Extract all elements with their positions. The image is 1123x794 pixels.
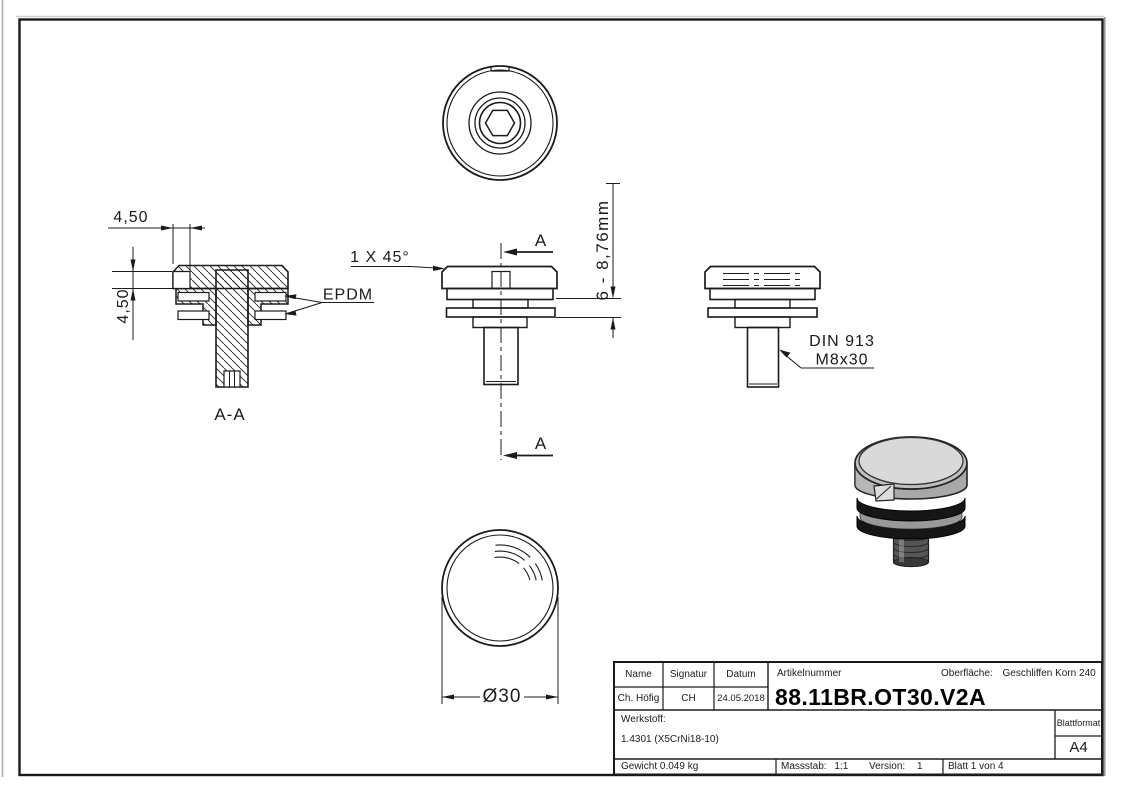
version-label: Version: — [869, 761, 906, 772]
screw-size-label: M8x30 — [815, 352, 868, 369]
din-standard-label: DIN 913 — [809, 333, 875, 350]
gasket-band-upper — [856, 497, 966, 522]
cap-notch-3d — [873, 483, 895, 502]
cap-top-face-3d — [858, 436, 964, 486]
epdm-gasket-left-lower — [177, 310, 210, 321]
epdm-gasket-right-upper — [254, 291, 287, 302]
epdm-label: EPDM — [323, 287, 373, 304]
clamp-range-dim — [556, 183, 621, 338]
section-view: 4,50 4,50 EPDM A-A — [108, 209, 374, 424]
side-view: DIN 913 M8x30 — [704, 265, 875, 388]
diameter-label: Ø30 — [483, 686, 522, 707]
section-letter-bottom: A — [535, 434, 547, 453]
titleblock-date-value: 24.05.2018 — [717, 693, 765, 704]
thread-arcs — [494, 544, 543, 581]
chamfer-note-label: 1 X 45° — [350, 249, 410, 266]
drawing-border — [18, 18, 1104, 777]
top-view — [442, 65, 558, 181]
title-block-grid — [613, 661, 1103, 776]
diameter-dim — [441, 597, 559, 704]
surface-value: Geschliffen Korn 240 — [1002, 668, 1096, 679]
stud-bottom-face — [893, 557, 929, 567]
sheet-frame — [1, 0, 1106, 777]
section-view-label: A-A — [214, 405, 245, 424]
sheet-number: Blatt 1 von 4 — [948, 761, 1004, 772]
section-cut-marks — [503, 248, 553, 459]
clamp-range-label: 6 - 8,76mm — [593, 200, 612, 301]
front-view: A A 1 X 45° 6 - 8,76mm — [350, 183, 621, 460]
dim-top-width-label: 4,50 — [113, 209, 148, 226]
titleblock-name-label: Name — [625, 669, 652, 680]
dim-top-width — [108, 224, 205, 270]
dim-left-height — [112, 247, 175, 340]
surface-finish: Oberfläche: Geschliffen Korn 240 — [941, 668, 1096, 679]
article-number: 88.11BR.OT30.V2A — [775, 684, 986, 710]
titleblock-signature-value: CH — [681, 693, 696, 704]
surface-label: Oberfläche: — [941, 668, 993, 679]
article-number-label: Artikelnummer — [777, 668, 842, 679]
din-leader — [779, 349, 874, 369]
material-label: Werkstoff: — [621, 714, 666, 725]
scale-label: Massstab: — [781, 761, 827, 772]
top-view-notch — [490, 66, 510, 72]
epdm-gasket-right-lower — [254, 310, 287, 321]
epdm-leader — [284, 294, 374, 316]
dim-left-height-label: 4,50 — [115, 288, 132, 323]
hidden-lines — [723, 273, 802, 286]
version-value: 1 — [916, 761, 923, 772]
chamfer-leader — [351, 265, 445, 271]
section-letter-top: A — [535, 231, 547, 250]
bottom-view: Ø30 — [441, 529, 559, 707]
material-value: 1.4301 (X5CrNi18-10) — [621, 734, 719, 745]
scale-field: Massstab: 1:1 Version: 1 — [781, 761, 923, 772]
sheet-format-value: A4 — [1069, 739, 1088, 756]
sheet-format-label: Blattformat — [1056, 718, 1101, 728]
hex-socket-outline — [484, 109, 516, 137]
epdm-gasket-left-upper — [177, 291, 210, 302]
iso-3d-view — [854, 436, 968, 568]
titleblock-name-value: Ch. Höfig — [617, 693, 660, 704]
scale-value: 1:1 — [834, 761, 849, 772]
weight-value: Gewicht 0.049 kg — [621, 761, 699, 772]
titleblock-date-label: Datum — [726, 669, 756, 680]
titleblock-signature-label: Signatur — [669, 669, 708, 680]
